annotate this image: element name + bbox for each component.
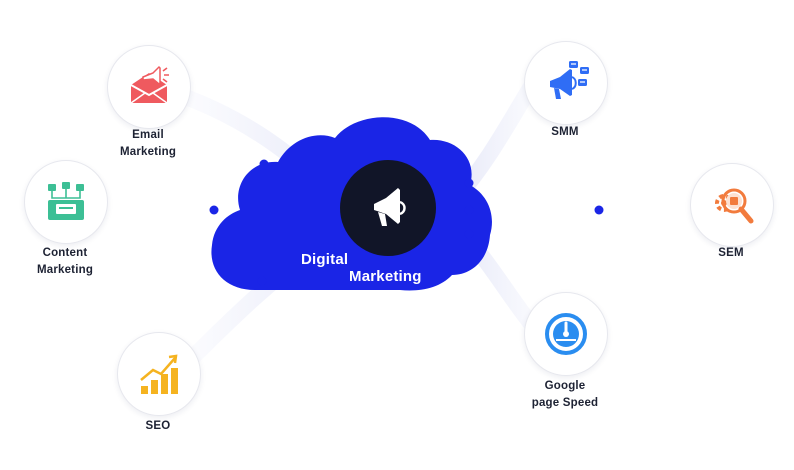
node-smm[interactable]	[524, 41, 608, 125]
node-seo[interactable]	[117, 332, 201, 416]
connection-dots	[209, 159, 604, 286]
dot-smm	[464, 178, 474, 188]
label-content-marketing: Content Marketing	[0, 245, 135, 279]
label-smm: SMM	[495, 124, 635, 141]
node-google-page-speed[interactable]	[524, 292, 608, 376]
label-email-marketing: Email Marketing	[78, 127, 218, 161]
dot-seo	[257, 276, 267, 286]
label-seo-line1: SEO	[145, 420, 171, 432]
search-gear-icon	[715, 188, 754, 224]
label-sem-line1: SEM	[718, 247, 744, 259]
label-email-line2: Marketing	[119, 146, 177, 158]
megaphone-icon	[374, 188, 406, 226]
label-google-page-speed: Google page Speed	[495, 378, 635, 412]
label-content-line2: Marketing	[36, 264, 94, 276]
growth-chart-icon	[140, 354, 178, 394]
social-megaphone-icon	[550, 61, 589, 99]
label-pagespeed-line1: Google	[544, 380, 586, 392]
dot-hub-right	[464, 205, 474, 215]
dot-sem	[594, 205, 604, 215]
label-pagespeed-line2: page Speed	[531, 397, 599, 409]
email-megaphone-icon	[130, 65, 169, 104]
dot-email	[259, 159, 269, 169]
label-email-line1: Email	[132, 129, 164, 141]
node-email-marketing[interactable]	[107, 45, 191, 129]
content-blocks-icon	[48, 182, 84, 220]
center-title-line1: Digital	[301, 251, 349, 268]
label-sem: SEM	[661, 245, 794, 262]
dot-content	[209, 205, 219, 215]
label-smm-line1: SMM	[551, 126, 579, 138]
speedometer-icon	[545, 313, 587, 355]
label-content-line1: Content	[42, 247, 88, 259]
node-content-marketing[interactable]	[24, 160, 108, 244]
dot-pagespeed	[464, 229, 474, 239]
node-sem[interactable]	[690, 163, 774, 247]
center-title-line2: Marketing	[349, 268, 422, 285]
label-seo: SEO	[88, 418, 228, 435]
